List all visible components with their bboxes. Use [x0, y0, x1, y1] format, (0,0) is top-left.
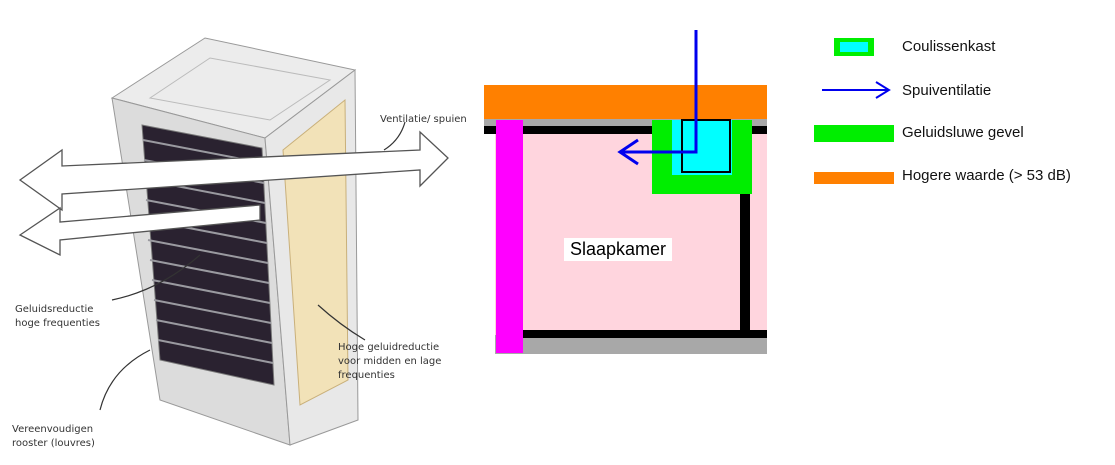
- floor-plan: Slaapkamer: [470, 0, 800, 460]
- bottom-wall: [510, 330, 767, 338]
- high-value-facade: [484, 85, 767, 119]
- blue-arrow-icon: [822, 81, 891, 99]
- legend-label-spuiventilatie: Spuiventilatie: [902, 82, 992, 99]
- coulissenkast-symbol: [834, 38, 874, 56]
- annotation-mid-low-line3: frequenties: [338, 370, 395, 381]
- annotation-mid-low-line1: Hoge geluidreductie: [338, 342, 439, 353]
- box-top-inner: [148, 57, 332, 121]
- green-bar-symbol: [814, 125, 894, 142]
- facade-grey-strip: [484, 118, 767, 126]
- airflow-arrow-upper: [18, 130, 449, 212]
- ventilation-box-illustration: Ventilatie/ spuien Geluidsreductie hoge …: [0, 0, 470, 460]
- annotation-high-frequency-line1: Geluidsreductie: [15, 304, 93, 315]
- ventilation-box-drawing: Ventilatie/ spuien Geluidsreductie hoge …: [12, 37, 467, 449]
- orange-bar-symbol: [814, 172, 894, 184]
- side-wall: [496, 120, 523, 353]
- annotation-louvres-line2: rooster (louvres): [12, 438, 95, 449]
- legend-label-hogere-waarde: Hogere waarde (> 53 dB): [902, 167, 1071, 184]
- airflow-arrow-lower: [18, 204, 261, 257]
- annotation-ventilation: Ventilatie/ spuien: [380, 114, 467, 125]
- annotation-high-frequency-line2: hoge frequenties: [15, 318, 100, 329]
- spuiventilatie-arrow: [617, 30, 698, 166]
- coulissenkast-outline: [681, 119, 731, 173]
- top-wall: [484, 126, 767, 134]
- annotation-leaders: [99, 121, 406, 411]
- annotation-louvres-line1: Vereenvoudigen: [12, 424, 93, 435]
- floor-plan-drawing: [484, 30, 767, 354]
- legend-label-geluidsluwe-gevel: Geluidsluwe gevel: [902, 124, 1024, 141]
- louvre-stack: [141, 124, 275, 386]
- right-wall: [740, 190, 750, 335]
- annotation-mid-low-line2: voor midden en lage: [338, 356, 441, 367]
- room-label: Slaapkamer: [564, 238, 673, 261]
- legend-label-coulissenkast: Coulissenkast: [902, 38, 996, 55]
- legend: Coulissenkast Spuiventilatie Geluidsluwe…: [800, 0, 1115, 460]
- airflow-arrows: [18, 130, 449, 257]
